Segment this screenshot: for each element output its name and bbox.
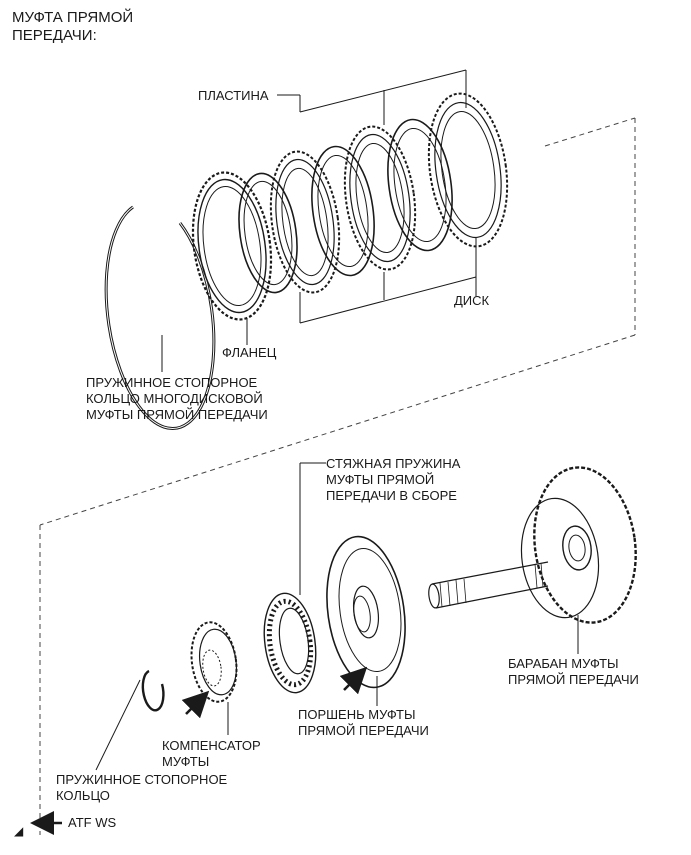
legend-symbol-icon: ◢ bbox=[14, 824, 24, 838]
assembly-dashed-lines bbox=[39, 117, 636, 835]
clutch-compensator bbox=[190, 621, 238, 703]
flange bbox=[191, 171, 273, 321]
spring-assembly bbox=[263, 592, 317, 694]
clutch-drum bbox=[428, 466, 637, 624]
upper-leader-lines bbox=[161, 318, 248, 372]
label-flange: ФЛАНЕЦ bbox=[222, 345, 277, 360]
label-plate: ПЛАСТИНА bbox=[198, 88, 269, 103]
lower-leader-lines bbox=[95, 462, 579, 771]
snap-ring-top bbox=[104, 205, 216, 430]
label-snap-ring-bottom: ПРУЖИННОЕ СТОПОРНОЕ КОЛЬЦО bbox=[56, 772, 228, 803]
label-drum: БАРАБАН МУФТЫ ПРЯМОЙ ПЕРЕДАЧИ bbox=[508, 656, 639, 687]
label-disc: ДИСК bbox=[454, 293, 490, 308]
label-snap-ring-top: ПРУЖИННОЕ СТОПОРНОЕ КОЛЬЦО МНОГОДИСКОВОЙ… bbox=[86, 375, 268, 422]
clutch-piston bbox=[326, 535, 406, 689]
disc-bracket bbox=[299, 238, 477, 324]
atf-arrows bbox=[181, 666, 368, 719]
diagram-title: МУФТА ПРЯМОЙ ПЕРЕДАЧИ: bbox=[12, 9, 134, 44]
label-compensator: КОМПЕНСАТОР МУФТЫ bbox=[162, 738, 261, 769]
snap-ring-bottom bbox=[141, 669, 165, 712]
label-piston: ПОРШЕНЬ МУФТЫ ПРЯМОЙ ПЕРЕДАЧИ bbox=[298, 707, 429, 738]
plate-disc-stack bbox=[238, 92, 509, 294]
plate-bracket bbox=[277, 69, 467, 125]
legend-text: ATF WS bbox=[68, 815, 117, 830]
label-spring-assembly: СТЯЖНАЯ ПРУЖИНА МУФТЫ ПРЯМОЙ ПЕРЕДАЧИ В … bbox=[326, 456, 461, 503]
